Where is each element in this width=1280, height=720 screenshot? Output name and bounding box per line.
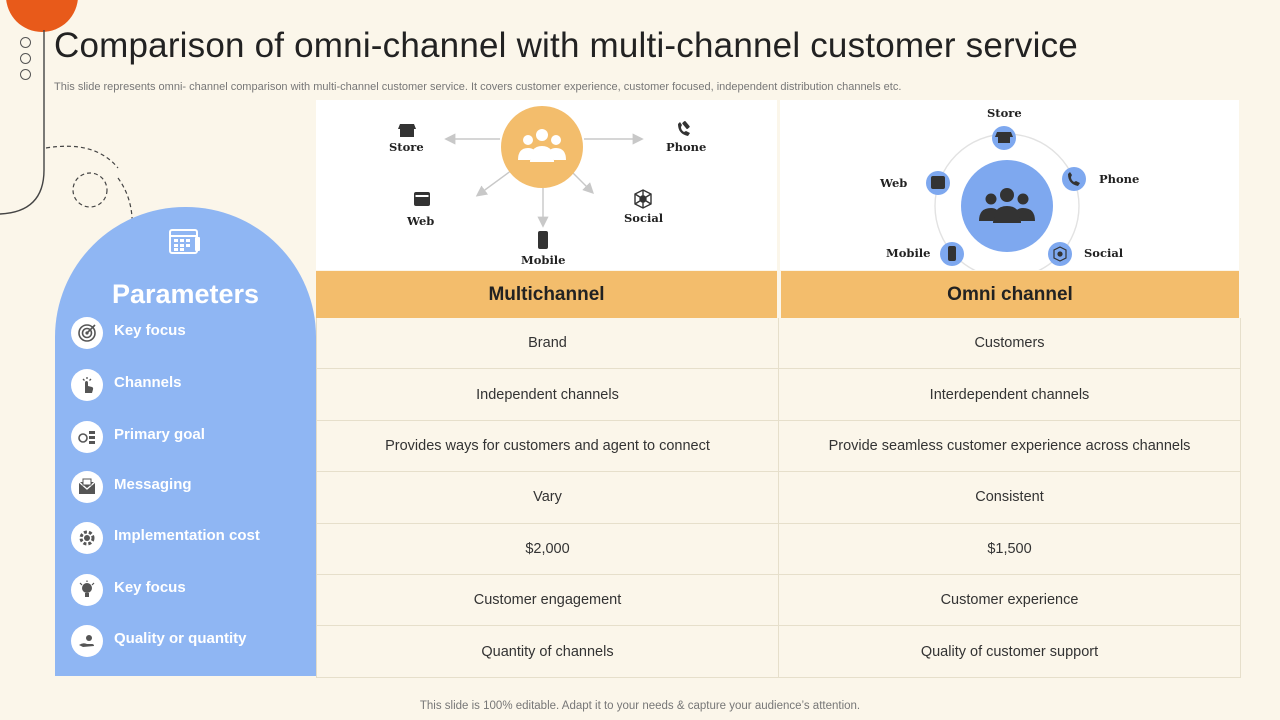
table-row: Brand Customers [317, 318, 1241, 370]
node-web-label: Web [880, 176, 908, 190]
table-row: $2,000 $1,500 [317, 523, 1241, 575]
parameters-heading: Parameters [111, 279, 260, 309]
parameter-label: Messaging [114, 475, 192, 493]
touch-icon [71, 369, 103, 401]
parameter-label: Primary goal [114, 425, 205, 443]
hand-icon [71, 625, 103, 657]
table-cell: Customers [779, 318, 1241, 369]
node-social-label: Social [624, 211, 664, 225]
parameter-label: Implementation cost [114, 526, 260, 544]
table-cell: Customer engagement [317, 574, 779, 626]
parameter-label: Channels [114, 373, 182, 391]
table-row: Vary Consistent [317, 472, 1241, 524]
page-title: Comparison of omni-channel with multi-ch… [54, 26, 1078, 65]
table-cell: $1,500 [779, 523, 1241, 574]
table-cell: Quality of customer support [779, 626, 1241, 677]
parameter-label: Key focus [114, 321, 186, 339]
calendar-icon [169, 229, 200, 254]
table-row: Quantity of channels Quality of customer… [317, 626, 1241, 678]
target-icon [71, 317, 103, 349]
comparison-table: Brand Customers Independent channels Int… [316, 318, 1241, 678]
table-cell: Interdependent channels [779, 369, 1241, 420]
table-row: Independent channels Interdependent chan… [317, 369, 1241, 421]
table-row: Customer engagement Customer experience [317, 574, 1241, 627]
decorative-dots [20, 37, 31, 85]
node-phone-label: Phone [666, 140, 707, 154]
gear-icon [71, 522, 103, 554]
web-icon [414, 192, 430, 206]
column-header-multichannel: Multichannel [316, 271, 777, 318]
page-subtitle: This slide represents omni- channel comp… [54, 81, 902, 93]
mobile-icon [538, 231, 548, 249]
table-cell: Independent channels [317, 369, 779, 420]
phone-node [1062, 167, 1086, 191]
node-store-label: Store [987, 106, 1022, 120]
table-cell: Customer experience [779, 574, 1241, 626]
table-cell: Provides ways for customers and agent to… [317, 420, 779, 472]
table-cell: Brand [317, 318, 779, 369]
parameter-item: Primary goal [71, 421, 205, 453]
table-cell: Quantity of channels [317, 626, 779, 677]
table-cell: Vary [317, 472, 779, 523]
goal-icon [71, 421, 103, 453]
table-cell: Consistent [779, 472, 1241, 523]
parameter-label: Key focus [114, 578, 186, 596]
node-mobile-label: Mobile [521, 253, 566, 267]
parameter-label: Quality or quantity [114, 629, 247, 647]
parameter-item: Key focus [71, 317, 186, 349]
phone-icon [678, 122, 690, 136]
column-header-omnichannel: Omni channel [781, 271, 1239, 318]
multichannel-diagram: Store Phone Web Social Mobile [316, 100, 777, 270]
parameter-item: Channels [71, 369, 182, 401]
parameter-item: Key focus [71, 574, 186, 606]
decorative-lines [0, 30, 133, 220]
social-icon [634, 189, 652, 209]
node-social-label: Social [1084, 246, 1124, 260]
parameter-item: Quality or quantity [71, 625, 247, 657]
node-web-label: Web [407, 214, 435, 228]
node-phone-label: Phone [1099, 172, 1140, 186]
lightbulb-icon [71, 574, 103, 606]
omnichannel-diagram: Store Phone Web Mobile Social [780, 100, 1239, 270]
node-mobile-label: Mobile [886, 246, 931, 260]
table-row: Provides ways for customers and agent to… [317, 420, 1241, 473]
store-icon [398, 124, 416, 129]
footer-note: This slide is 100% editable. Adapt it to… [419, 700, 861, 712]
table-cell: $2,000 [317, 523, 779, 574]
envelope-icon [71, 471, 103, 503]
table-cell: Provide seamless customer experience acr… [779, 420, 1241, 472]
parameter-item: Implementation cost [71, 522, 260, 554]
parameter-item: Messaging [71, 471, 192, 503]
node-store-label: Store [389, 140, 424, 154]
